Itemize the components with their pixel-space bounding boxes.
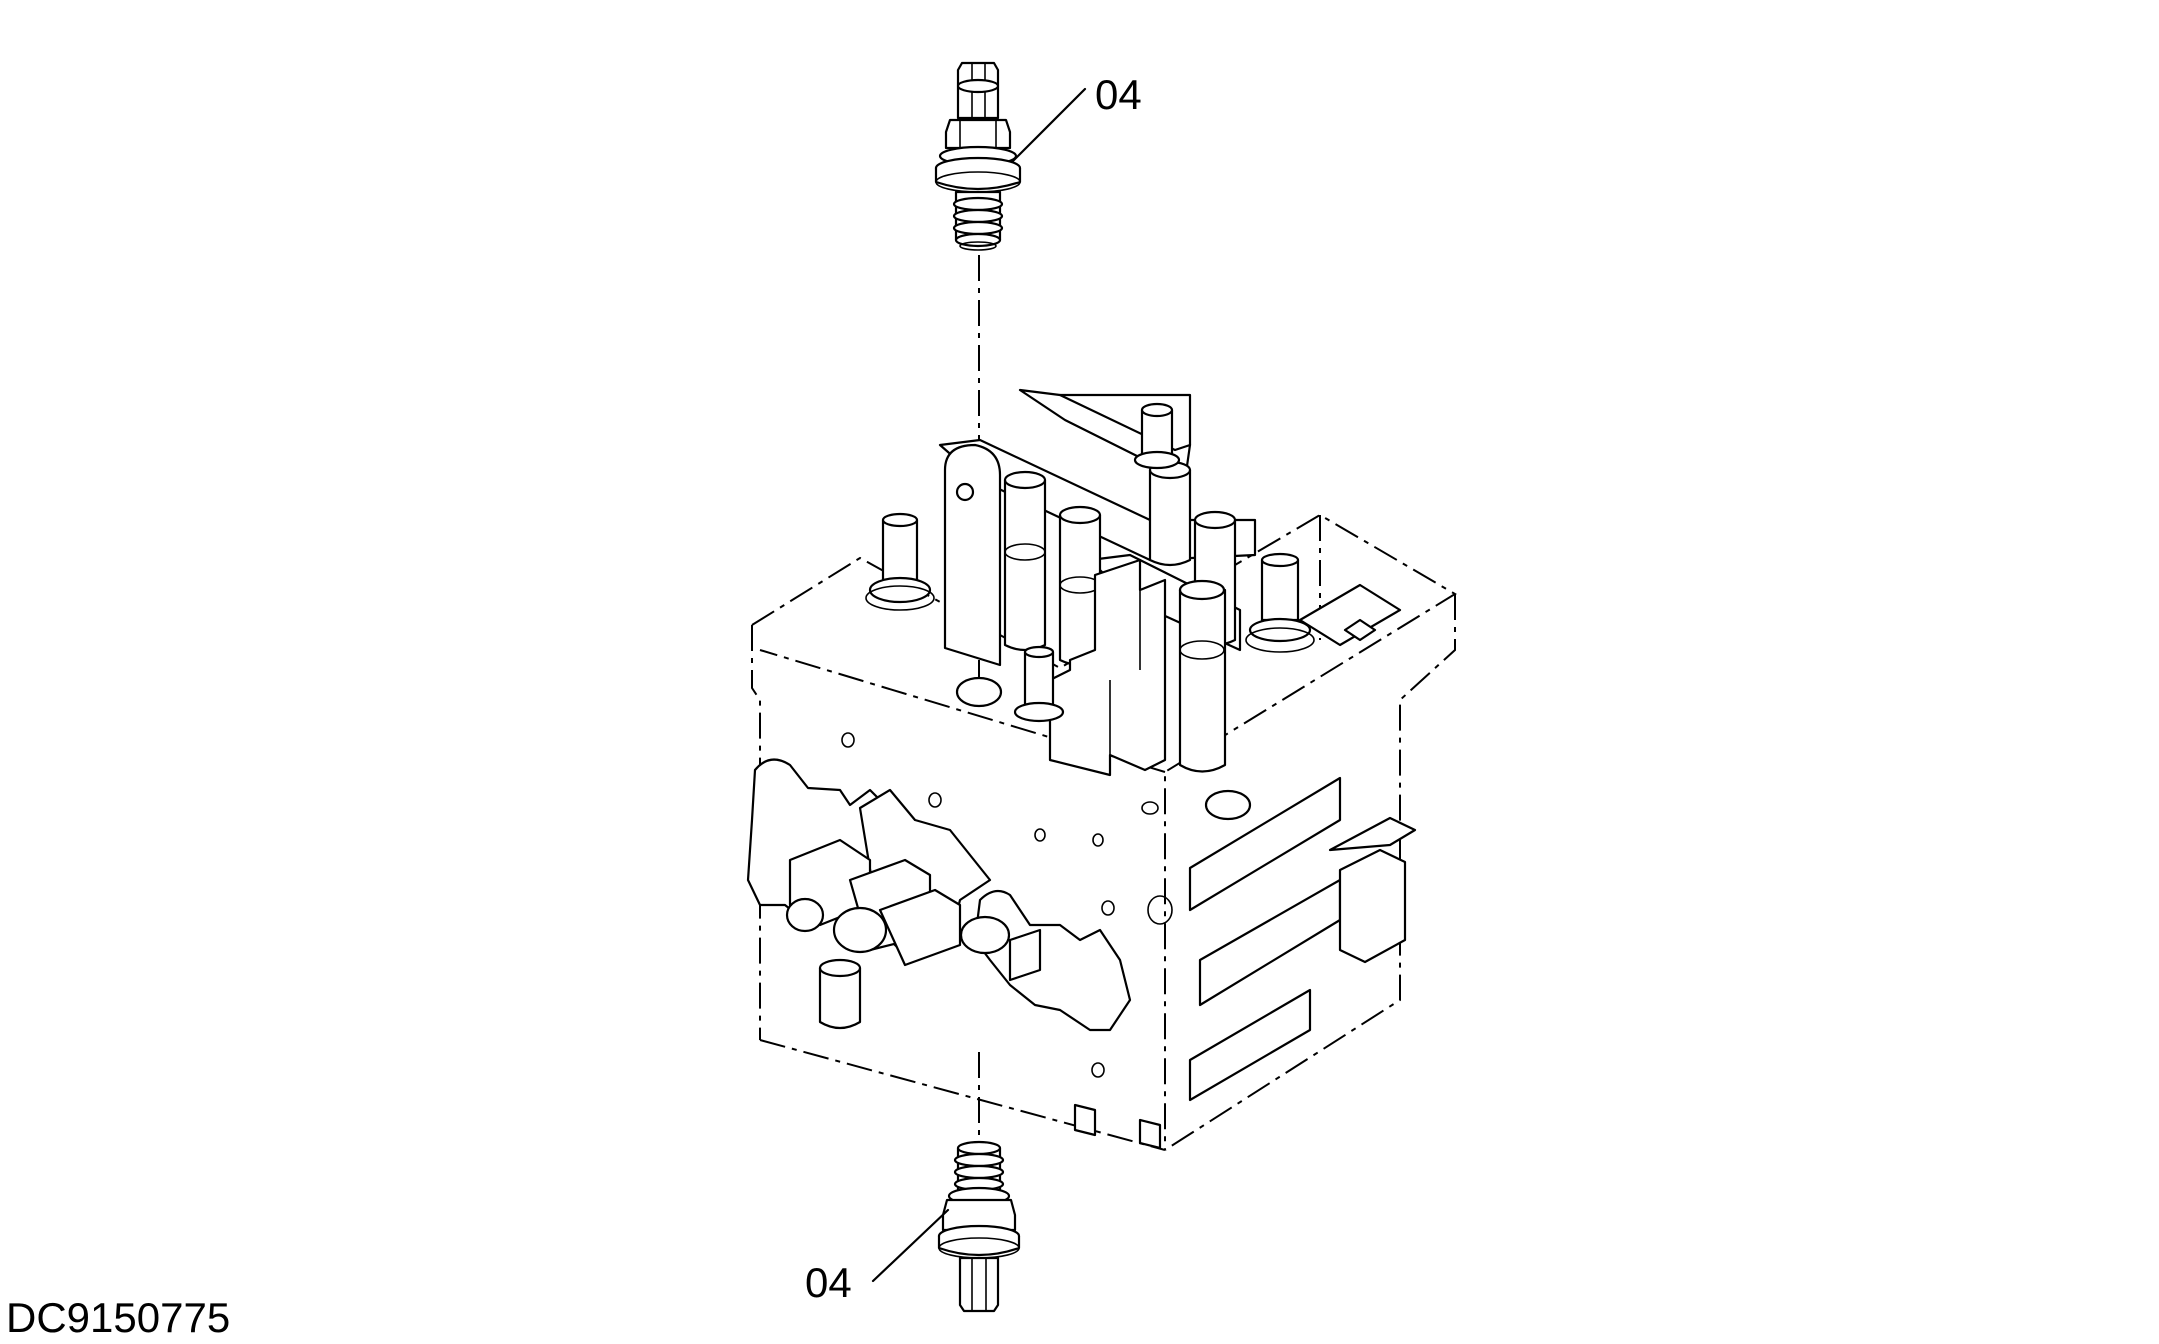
top-leader-line bbox=[1010, 87, 1087, 164]
bottom-leader-line bbox=[871, 1208, 950, 1283]
control-valve-block bbox=[746, 388, 1457, 1151]
drawing-id: DC9150775 bbox=[6, 1294, 231, 1341]
top-pressure-sensor bbox=[934, 61, 1022, 251]
top-callout-label: 04 bbox=[1095, 71, 1142, 118]
bottom-pressure-sensor bbox=[937, 1140, 1021, 1313]
bottom-callout-label: 04 bbox=[805, 1259, 852, 1306]
